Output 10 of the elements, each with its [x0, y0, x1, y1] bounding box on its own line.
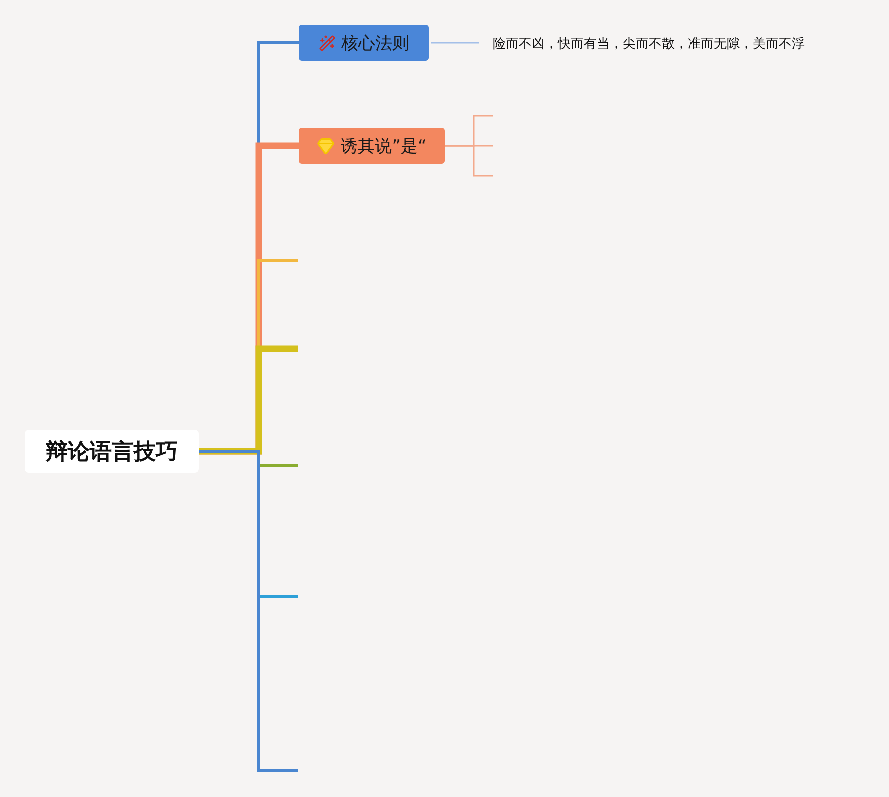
subtopic-text: 险而不凶，快而有当，尖而不散，准而无隙，美而不浮 — [493, 34, 805, 54]
connector-line — [445, 145, 493, 177]
topic-text: 诱其说”是“ — [341, 136, 427, 158]
topic-box — [299, 25, 429, 61]
root-topic-box: 辩论语言技巧 — [25, 430, 199, 473]
connector-line — [431, 42, 479, 44]
connector-line — [199, 450, 298, 772]
topic-box — [299, 128, 445, 164]
topic-text: 核心法则 — [342, 32, 410, 54]
connector-line — [199, 346, 298, 455]
